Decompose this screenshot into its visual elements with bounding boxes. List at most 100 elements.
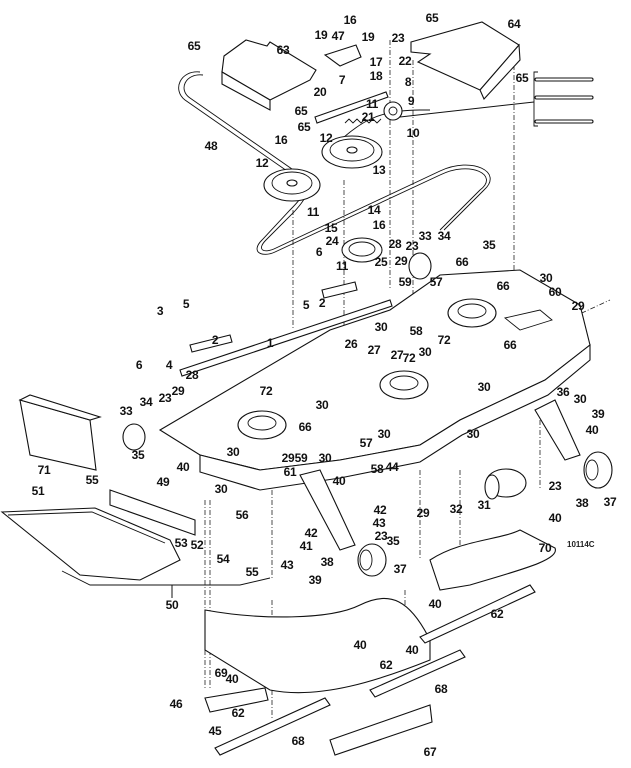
callout-40: 40 <box>548 511 562 525</box>
callout-40: 40 <box>176 460 190 474</box>
callout-22: 22 <box>398 54 412 68</box>
callout-65: 65 <box>425 11 439 25</box>
callout-72: 72 <box>402 351 416 365</box>
callout-19: 19 <box>314 28 328 42</box>
callout-68: 68 <box>434 682 448 696</box>
callout-69: 69 <box>214 666 228 680</box>
callout-65: 65 <box>515 71 529 85</box>
callout-15: 15 <box>324 221 338 235</box>
callout-36: 36 <box>556 385 570 399</box>
callout-64: 64 <box>507 17 521 31</box>
callout-38: 38 <box>320 555 334 569</box>
callout-65: 65 <box>294 104 308 118</box>
spring <box>344 118 382 124</box>
callout-40: 40 <box>225 672 239 686</box>
callout-43: 43 <box>372 516 386 530</box>
callout-32: 32 <box>449 502 463 516</box>
wheel-bracket-41 <box>299 469 356 551</box>
callout-30: 30 <box>466 427 480 441</box>
callout-61: 61 <box>283 465 297 479</box>
callout-52: 52 <box>190 538 204 552</box>
callout-30: 30 <box>226 445 240 459</box>
lift-rod <box>179 281 393 377</box>
callout-40: 40 <box>332 474 346 488</box>
callout-23: 23 <box>548 479 562 493</box>
callout-57: 57 <box>429 275 443 289</box>
callout-30: 30 <box>377 427 391 441</box>
callout-30: 30 <box>418 345 432 359</box>
callout-30: 30 <box>539 271 553 285</box>
callout-12: 12 <box>319 131 333 145</box>
wheel-33-right <box>408 252 432 280</box>
callout-46: 46 <box>169 697 183 711</box>
callout-10: 10 <box>406 126 420 140</box>
callout-25: 25 <box>374 255 388 269</box>
callout-29: 29 <box>571 299 585 313</box>
callout-20: 20 <box>313 85 327 99</box>
callout-12: 12 <box>255 156 269 170</box>
callout-62: 62 <box>379 658 393 672</box>
callout-31: 31 <box>477 498 491 512</box>
callout-60: 60 <box>548 285 562 299</box>
roller-31 <box>484 468 527 500</box>
callout-40: 40 <box>405 643 419 657</box>
callout-59: 59 <box>294 451 308 465</box>
callout-68: 68 <box>291 734 305 748</box>
deck-shell <box>158 269 591 491</box>
decal-60 <box>503 309 553 331</box>
callout-72: 72 <box>259 384 273 398</box>
callout-35: 35 <box>482 238 496 252</box>
callout-42: 42 <box>304 526 318 540</box>
callout-38: 38 <box>575 496 589 510</box>
callout-57: 57 <box>359 436 373 450</box>
callout-65: 65 <box>297 120 311 134</box>
chute-mount-52 <box>109 489 196 536</box>
callout-11: 11 <box>335 259 349 273</box>
callout-5: 5 <box>302 298 310 312</box>
callout-14: 14 <box>367 203 381 217</box>
callout-16: 16 <box>343 13 357 27</box>
callout-5: 5 <box>182 297 190 311</box>
callout-28: 28 <box>185 368 199 382</box>
callout-30: 30 <box>477 380 491 394</box>
callout-58: 58 <box>409 324 423 338</box>
callout-35: 35 <box>131 448 145 462</box>
callout-30: 30 <box>573 392 587 406</box>
callout-16: 16 <box>274 133 288 147</box>
anti-scalp-wheel-center <box>357 543 387 577</box>
callout-2: 2 <box>211 333 219 347</box>
pulley-9 <box>383 101 403 121</box>
wheel-33-left <box>122 423 146 451</box>
belt-cover-left <box>221 39 317 111</box>
callout-56: 56 <box>235 508 249 522</box>
callout-48: 48 <box>204 139 218 153</box>
blade-62-right <box>419 584 536 644</box>
callout-13: 13 <box>372 163 386 177</box>
callout-62: 62 <box>490 607 504 621</box>
callout-4: 4 <box>165 358 173 372</box>
callout-45: 45 <box>208 724 222 738</box>
callout-50: 50 <box>165 598 179 612</box>
callout-17: 17 <box>369 55 383 69</box>
callout-30: 30 <box>315 398 329 412</box>
callout-54: 54 <box>216 552 230 566</box>
callout-47: 47 <box>331 29 345 43</box>
callout-27: 27 <box>367 343 381 357</box>
callout-34: 34 <box>437 229 451 243</box>
baffle-69 <box>204 597 431 694</box>
callout-63: 63 <box>276 43 290 57</box>
pulley-idler-small <box>341 237 383 263</box>
belt-cover-right <box>410 21 521 100</box>
callout-33: 33 <box>119 404 133 418</box>
callout-66: 66 <box>503 338 517 352</box>
leader-50 <box>61 570 271 598</box>
callout-66: 66 <box>496 279 510 293</box>
callout-30: 30 <box>374 320 388 334</box>
baffle-70 <box>429 529 556 591</box>
callout-29: 29 <box>281 451 295 465</box>
callout-33: 33 <box>418 229 432 243</box>
callout-66: 66 <box>455 255 469 269</box>
callout-21: 21 <box>361 110 375 124</box>
